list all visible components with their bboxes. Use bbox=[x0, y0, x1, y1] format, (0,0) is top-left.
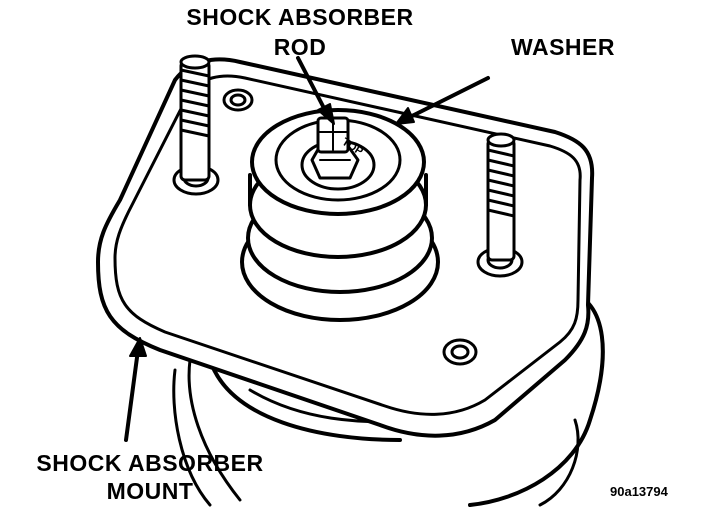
left-stud bbox=[172, 54, 220, 196]
label-shock-absorber-mount-line1: SHOCK ABSORBER bbox=[36, 450, 264, 476]
label-shock-absorber-mount-line2: MOUNT bbox=[106, 478, 194, 504]
leader-arrows bbox=[124, 56, 490, 442]
shock-absorber-rod bbox=[310, 116, 360, 180]
lower-spring-assembly bbox=[172, 288, 605, 507]
plate-hole-top-left bbox=[222, 88, 254, 112]
right-stud bbox=[476, 132, 524, 278]
plate-hole-bottom-right bbox=[442, 338, 478, 366]
label-shock-absorber-rod-line2: ROD bbox=[273, 34, 327, 60]
label-washer: WASHER bbox=[511, 34, 615, 60]
figure-reference-number: 90a13794 bbox=[610, 484, 668, 499]
label-shock-absorber-rod-line1: SHOCK ABSORBER bbox=[186, 4, 414, 30]
